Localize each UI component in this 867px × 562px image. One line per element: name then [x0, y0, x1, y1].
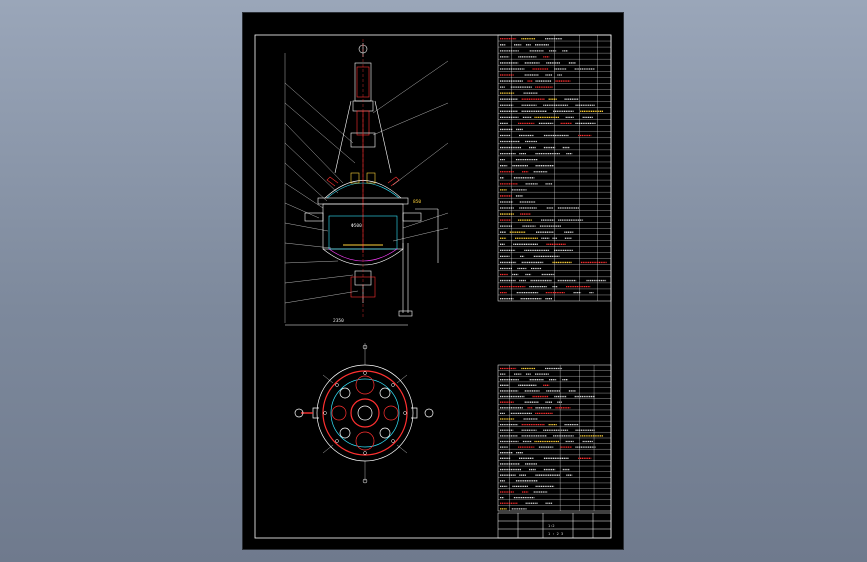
right-lug: [402, 212, 422, 222]
plan-lug-left: [312, 407, 319, 419]
plan-outer-circle: [316, 364, 414, 462]
title-block: [497, 512, 612, 539]
plan-center-nozzle: [350, 398, 380, 428]
right-callouts: [372, 60, 449, 242]
plan-body-circle: [330, 378, 400, 448]
plan-lug-right: [411, 407, 418, 419]
left-lug: [304, 212, 324, 222]
reactor-elevation-view: [285, 39, 439, 326]
parts-list-table: [497, 364, 612, 512]
plan-nozzle-left: [331, 405, 347, 421]
cad-drawing: 850 Φ500 2350: [254, 34, 612, 539]
reactor-plan-view: [294, 343, 434, 484]
plan-nozzle-top: [355, 375, 375, 395]
bottom-outlet: [354, 270, 372, 286]
support-foot: [398, 310, 413, 317]
nozzle-right: [387, 176, 400, 187]
body-dimension-label: Φ500: [351, 223, 362, 229]
nozzle-center-a: [350, 172, 360, 184]
nozzle-center-b: [366, 172, 376, 184]
plan-nozzle-right: [383, 405, 399, 421]
top-dimension-label: 850: [413, 199, 421, 205]
drawing-sheet: 850 Φ500 2350: [242, 12, 624, 550]
inner-border: [254, 34, 612, 539]
title-block-number: 1 : 2 3: [548, 532, 563, 536]
plan-nozzle-bottom: [355, 431, 375, 451]
title-block-scale: 1:2: [548, 524, 555, 528]
plan-flange-ring: [322, 370, 408, 456]
left-callouts: [284, 53, 359, 323]
nozzle-left: [326, 176, 339, 187]
technical-specification-table: [497, 34, 612, 302]
base-dimension-label: 2350: [333, 318, 344, 324]
